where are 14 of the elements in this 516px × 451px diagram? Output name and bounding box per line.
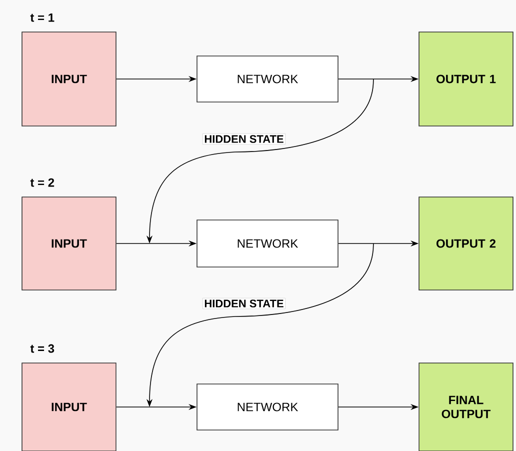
output-box: OUTPUT 2	[418, 196, 514, 290]
time-step-label: t = 1	[30, 13, 54, 22]
input-box: INPUT	[22, 362, 116, 451]
input-box: INPUT	[22, 32, 116, 126]
time-step-label: t = 2	[30, 178, 54, 187]
time-step-label: t = 3	[30, 344, 54, 353]
edge-label: HIDDEN STATE	[204, 300, 284, 308]
network-box: NETWORK	[196, 384, 338, 430]
output-box: OUTPUT 1	[418, 32, 514, 126]
input-box: INPUT	[22, 196, 116, 290]
edge-label: HIDDEN STATE	[204, 135, 284, 143]
network-box: NETWORK	[196, 220, 338, 268]
network-box: NETWORK	[196, 56, 338, 102]
output-box: FINAL OUTPUT	[418, 362, 514, 451]
